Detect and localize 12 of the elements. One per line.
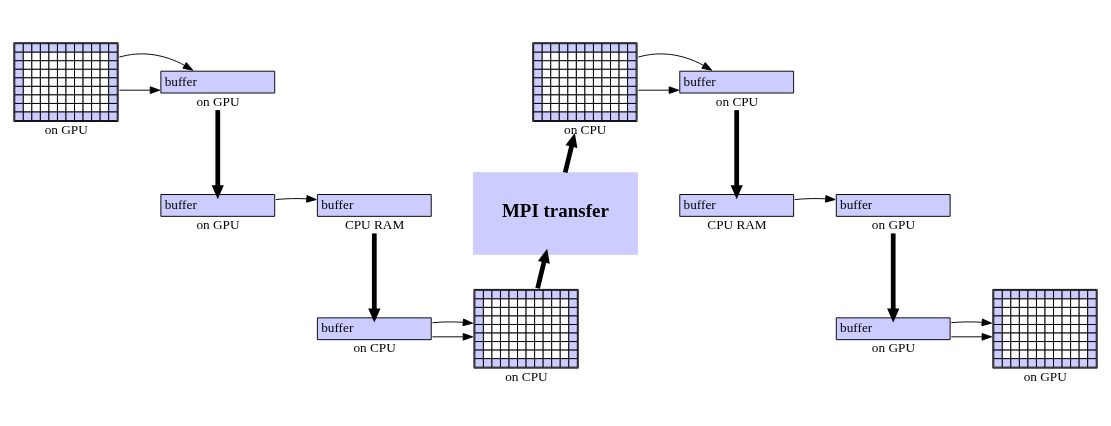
node-label: on GPU: [44, 121, 88, 137]
node-label: CPU RAM: [707, 216, 767, 232]
node-label: CPU RAM: [344, 216, 405, 232]
node-label: on CPU: [564, 121, 607, 137]
node-label: on GPU: [1023, 368, 1067, 384]
node-label: on GPU: [871, 216, 915, 232]
node-label: on GPU: [196, 93, 240, 109]
node-label: on CPU: [505, 368, 548, 384]
node-label: on GPU: [196, 216, 240, 232]
node-label: on GPU: [871, 339, 915, 355]
node-label: on CPU: [715, 93, 759, 109]
node-label: on CPU: [353, 339, 396, 355]
